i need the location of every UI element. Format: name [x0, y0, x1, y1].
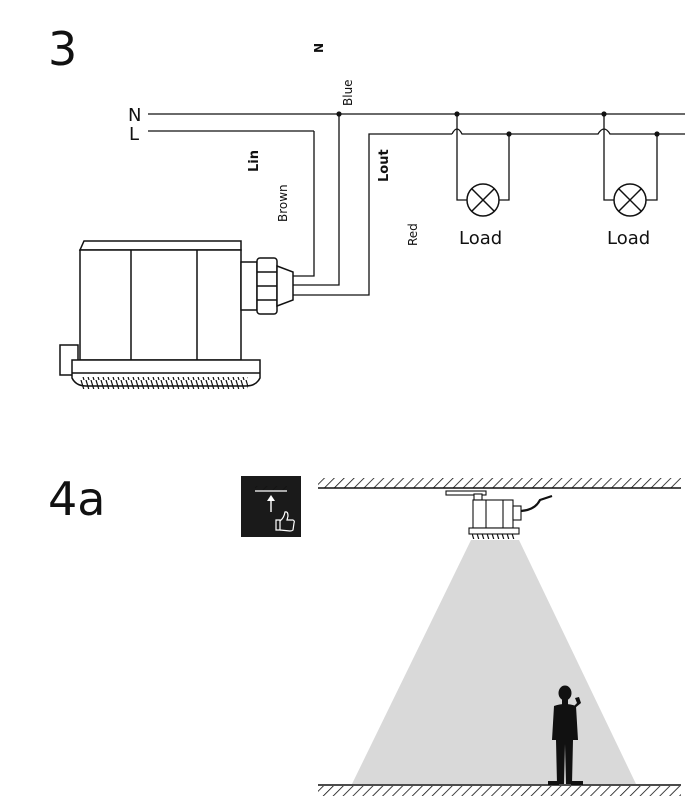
brown-wire-label: Brown — [276, 184, 290, 222]
ceiling-hatch — [318, 478, 681, 488]
brown-wire — [293, 131, 315, 277]
red-wire — [293, 133, 452, 296]
load-2-circuit — [603, 114, 614, 201]
thumb-up-icon — [275, 511, 295, 532]
detection-cone — [352, 540, 636, 784]
blue-wire — [293, 114, 340, 286]
step-number-3: 3 — [48, 22, 78, 76]
ceiling-mount-icon — [241, 476, 301, 537]
lamp-icon — [613, 183, 647, 217]
blue-wire-label: Blue — [341, 79, 355, 106]
red-wire-label: Red — [406, 223, 420, 246]
sensor-icon — [59, 240, 294, 389]
lamp-icon — [466, 183, 500, 217]
person-icon — [548, 685, 583, 785]
load-1-circuit — [499, 134, 510, 201]
wire-crossover — [451, 128, 685, 135]
load-2-circuit — [646, 134, 658, 201]
load-label: Load — [459, 228, 502, 249]
floor-hatch — [318, 786, 681, 796]
live-line-label: L — [129, 124, 139, 145]
load-1-circuit — [456, 114, 467, 201]
step-number-4a: 4a — [48, 472, 106, 526]
lin-label: Lin — [247, 150, 262, 172]
lout-label: Lout — [377, 149, 392, 182]
sensor-icon — [445, 490, 553, 539]
neutral-terminal-label: N — [312, 43, 326, 53]
load-label: Load — [607, 228, 650, 249]
neutral-line-label: N — [128, 105, 141, 126]
